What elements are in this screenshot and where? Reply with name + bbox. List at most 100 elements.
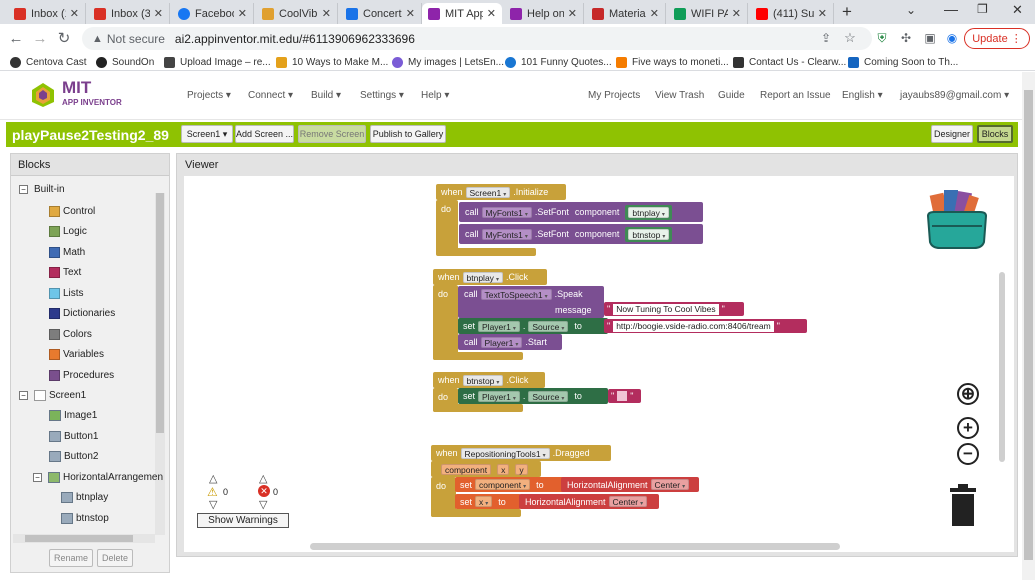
account-menu[interactable]: jayaubs89@gmail.com ▾ <box>900 90 1010 101</box>
call-start-block[interactable]: call Player1▾ .Start <box>458 334 562 350</box>
trash-icon[interactable] <box>948 484 978 528</box>
menu-connect[interactable]: Connect ▾ <box>248 90 294 101</box>
browser-tab[interactable]: Faceboo✕ <box>172 3 254 24</box>
profile-icon[interactable]: ◉ <box>946 31 958 45</box>
component-btnplay[interactable]: btnplay <box>61 492 108 503</box>
add-screen-button[interactable]: Add Screen ... <box>235 125 294 143</box>
browser-tab[interactable]: (411) Su✕ <box>750 3 834 24</box>
drawer-variables[interactable]: Variables <box>49 349 104 360</box>
collapse-icon[interactable]: − <box>19 185 28 194</box>
blocks-scrollbar-thumb[interactable] <box>156 193 164 433</box>
event-block-screen-initialize[interactable]: when Screen1▾ .Initialize <box>436 184 566 200</box>
bookmark-item[interactable]: Five ways to moneti... <box>616 54 729 70</box>
bookmark-item[interactable]: Contact Us - Clearw... <box>733 54 846 70</box>
bookmark-item[interactable]: My images | LetsEn... <box>392 54 504 70</box>
browser-tab[interactable]: Help on✕ <box>504 3 584 24</box>
warnings-up-arrow-icon[interactable]: △ <box>209 473 218 485</box>
browser-tab[interactable]: Inbox (3✕ <box>88 3 170 24</box>
close-icon[interactable]: ✕ <box>153 8 163 20</box>
alignment-dropdown[interactable]: Center▾ <box>608 496 648 507</box>
variable-dropdown[interactable]: component▾ <box>475 479 531 490</box>
back-icon[interactable]: ← <box>8 29 24 47</box>
component-block[interactable]: btnstop▾ <box>625 226 673 242</box>
drawer-math[interactable]: Math <box>49 247 85 258</box>
bookmark-item[interactable]: 101 Funny Quotes... <box>505 54 612 70</box>
call-speak-block[interactable]: call TextToSpeech1▾ .Speak message <box>458 286 604 318</box>
set-source-block[interactable]: set Player1▾ . Source▾ to <box>458 318 608 334</box>
component-dropdown[interactable]: MyFonts1▾ <box>481 206 532 218</box>
bookmark-item[interactable]: SoundOn <box>96 54 154 70</box>
blocks-hscrollbar-thumb[interactable] <box>25 535 133 542</box>
tree-builtin[interactable]: −Built-in <box>19 184 65 195</box>
browser-tab[interactable]: CoolVib✕ <box>256 3 338 24</box>
view-trash-link[interactable]: View Trash <box>655 90 705 101</box>
component-dropdown[interactable]: Player1▾ <box>478 390 520 402</box>
bookmark-item[interactable]: Upload Image – re... <box>164 54 271 70</box>
blocks-scrollbar[interactable] <box>155 193 165 535</box>
url-bar[interactable]: ▲ Not secure ai2.appinventor.mit.edu/#61… <box>82 27 872 50</box>
close-icon[interactable]: ✕ <box>486 8 496 20</box>
workspace-vscrollbar[interactable] <box>999 272 1005 462</box>
component-dropdown[interactable]: RepositioningTools1▾ <box>460 447 550 459</box>
restore-icon[interactable]: ❐ <box>977 2 988 16</box>
component-dropdown[interactable]: Player1▾ <box>478 320 520 332</box>
component-horizontal-arrangement[interactable]: −HorizontalArrangemen <box>33 472 163 483</box>
screen-select[interactable]: Screen1 ▾ <box>181 125 233 143</box>
event-block-btnstop-click[interactable]: when btnstop▾ .Click <box>433 372 545 388</box>
zoom-in-icon[interactable]: + <box>957 417 979 439</box>
browser-tab[interactable]: Concert✕ <box>340 3 422 24</box>
component-button2[interactable]: Button2 <box>49 451 98 462</box>
close-icon[interactable]: ✕ <box>321 8 331 20</box>
report-issue-link[interactable]: Report an Issue <box>760 90 831 101</box>
window-close-icon[interactable]: ✕ <box>1012 2 1023 17</box>
variable-dropdown[interactable]: x▾ <box>475 496 493 507</box>
menu-projects[interactable]: Projects ▾ <box>187 90 231 101</box>
close-icon[interactable]: ✕ <box>69 8 79 20</box>
drawer-text[interactable]: Text <box>49 267 81 278</box>
bookmark-item[interactable]: 10 Ways to Make M... <box>276 54 388 70</box>
warnings-down-arrow-icon[interactable]: ▽ <box>209 499 218 511</box>
menu-build[interactable]: Build ▾ <box>311 90 342 101</box>
browser-tab[interactable]: WIFI PA✕ <box>668 3 748 24</box>
event-block-dragged[interactable]: when RepositioningTools1▾ .Dragged <box>431 445 611 461</box>
param-y[interactable]: y <box>515 463 528 475</box>
text-string-block[interactable]: "Now Tuning To Cool Vibes" <box>604 302 744 316</box>
param-x[interactable]: x <box>497 463 510 475</box>
property-dropdown[interactable]: Source▾ <box>528 320 569 332</box>
set-source-block[interactable]: set Player1▾ . Source▾ to <box>458 388 608 404</box>
center-target-icon[interactable]: ⊕ <box>957 383 979 405</box>
publish-gallery-button[interactable]: Publish to Gallery <box>370 125 446 143</box>
workspace-hscrollbar[interactable] <box>310 543 840 550</box>
extensions-icon[interactable]: ✣ <box>900 31 912 45</box>
browser-tab-active[interactable]: MIT App✕ <box>422 3 502 24</box>
browser-tab[interactable]: Inbox (1✕ <box>8 3 86 24</box>
backpack-icon[interactable] <box>922 186 992 256</box>
bookmark-star-icon[interactable]: ☆ <box>844 30 856 45</box>
forward-icon[interactable]: → <box>32 29 48 47</box>
show-warnings-button[interactable]: Show Warnings <box>197 513 289 528</box>
drawer-logic[interactable]: Logic <box>49 226 87 237</box>
blocks-workspace[interactable]: when Screen1▾ .Initialize do call MyFont… <box>184 176 1014 552</box>
my-projects-link[interactable]: My Projects <box>588 90 641 101</box>
app-inventor-logo-icon[interactable] <box>28 80 58 108</box>
drawer-procedures[interactable]: Procedures <box>49 370 114 381</box>
horizontal-alignment-block[interactable]: HorizontalAlignment Center▾ <box>519 494 659 509</box>
alignment-dropdown[interactable]: Center▾ <box>650 479 690 490</box>
component-dropdown[interactable]: Screen1▾ <box>465 186 511 198</box>
minimize-icon[interactable]: — <box>944 1 958 17</box>
collapse-icon[interactable]: − <box>33 473 42 482</box>
share-icon[interactable]: ⇪ <box>820 31 832 45</box>
property-dropdown[interactable]: Source▾ <box>528 390 569 402</box>
close-icon[interactable]: ✕ <box>567 8 577 20</box>
param-component[interactable]: component <box>441 463 492 475</box>
close-icon[interactable]: ✕ <box>649 8 659 20</box>
call-setfont-block[interactable]: call MyFonts1▾ .SetFont component btnpla… <box>459 202 703 222</box>
drawer-colors[interactable]: Colors <box>49 329 92 340</box>
guide-link[interactable]: Guide <box>718 90 745 101</box>
browser-tab[interactable]: Materia✕ <box>586 3 666 24</box>
remove-screen-button[interactable]: Remove Screen <box>298 125 366 143</box>
drawer-dictionaries[interactable]: Dictionaries <box>49 308 115 319</box>
side-panel-icon[interactable]: ▣ <box>924 31 936 45</box>
tree-screen1[interactable]: −Screen1 <box>19 390 86 401</box>
component-dropdown[interactable]: btnplay▾ <box>462 271 503 283</box>
